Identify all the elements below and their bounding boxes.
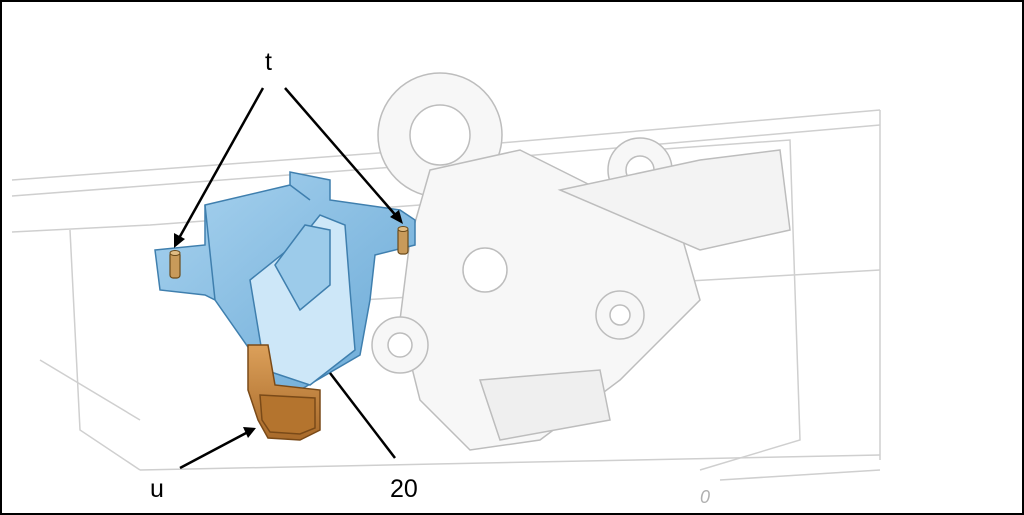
stud-left	[169, 250, 181, 279]
electrical-connector	[247, 344, 321, 441]
leader-lines	[176, 87, 399, 470]
mounting-bracket	[154, 171, 416, 391]
arrowheads	[174, 210, 403, 438]
leader-t-left	[176, 87, 265, 241]
leader-20	[329, 372, 396, 459]
latch-mechanism	[371, 72, 791, 451]
arrowhead-t-left	[174, 233, 185, 248]
callout-label-t: t	[265, 48, 272, 76]
tailgate-panel	[11, 109, 881, 481]
leader-t-right	[284, 87, 399, 219]
panel-marking: 0	[700, 487, 710, 507]
leader-u	[179, 430, 249, 470]
arrowhead-t-right	[390, 210, 403, 224]
stud-right	[397, 226, 409, 255]
arrowhead-u	[243, 427, 256, 438]
callout-label-20: 20	[390, 475, 418, 503]
callout-label-u: u	[150, 475, 164, 503]
